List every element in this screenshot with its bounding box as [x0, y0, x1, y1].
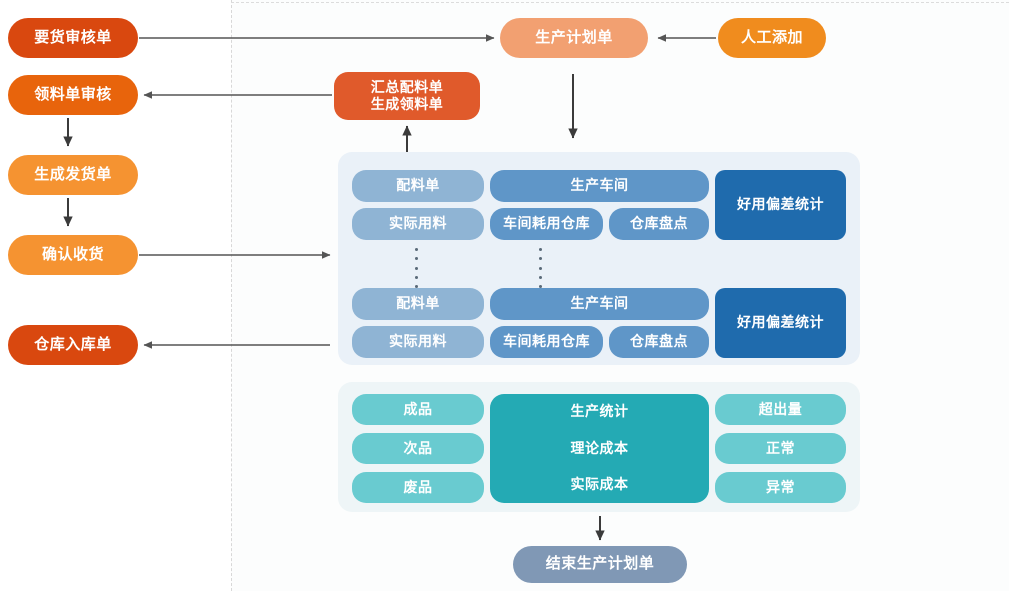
node-label: 生产车间	[570, 295, 629, 312]
node-cangku-rukudan[interactable]: 仓库入库单	[8, 325, 138, 365]
stat-center-line3: 实际成本	[570, 476, 629, 493]
node-label: 人工添加	[740, 28, 803, 46]
vertical-ellipsis-icon-center	[538, 248, 542, 288]
stat-zhengchang[interactable]: 正常	[715, 433, 846, 464]
node-label: 实际用料	[389, 333, 447, 350]
node-liaoliaodan-shenhe[interactable]: 领料单审核	[8, 75, 138, 115]
node-label: 领料单审核	[34, 85, 112, 103]
node-label: 要货审核单	[34, 28, 112, 46]
node-label: 确认收货	[41, 245, 104, 263]
production-panel: 配料单 实际用料 生产车间 车间耗用仓库 仓库盘点 好用偏差统计 配料单 实际用	[338, 152, 860, 365]
node-label: 废品	[403, 478, 433, 495]
node-shengcheng-fahuodan[interactable]: 生成发货单	[8, 155, 138, 195]
vertical-dashed-divider	[231, 0, 232, 591]
stat-center-block[interactable]: 生产统计 理论成本 实际成本	[490, 394, 709, 503]
node-label: 仓库入库单	[34, 335, 112, 353]
g1-peiliaodan[interactable]: 配料单	[352, 170, 484, 202]
node-label: 正常	[766, 439, 795, 456]
g2-chejianhaoyongcangku[interactable]: 车间耗用仓库	[490, 326, 603, 358]
node-label: 异常	[766, 478, 795, 495]
g1-shijiyongliao[interactable]: 实际用料	[352, 208, 484, 240]
node-label-line2: 生成领料单	[370, 96, 444, 112]
stat-cipin[interactable]: 次品	[352, 433, 484, 464]
stat-chaochuliang[interactable]: 超出量	[715, 394, 846, 425]
node-label: 配料单	[396, 177, 440, 194]
statistics-panel: 成品 次品 废品 生产统计 理论成本 实际成本 超出量 正常 异常	[338, 382, 860, 512]
stat-yichang[interactable]: 异常	[715, 472, 846, 503]
stat-center-line2: 理论成本	[570, 439, 629, 456]
node-label: 超出量	[758, 400, 803, 417]
stat-feipin[interactable]: 废品	[352, 472, 484, 503]
node-label: 成品	[403, 400, 433, 417]
node-label: 车间耗用仓库	[503, 215, 590, 232]
node-huizong-peiliaodan[interactable]: 汇总配料单 生成领料单	[334, 72, 480, 120]
g2-shijiyongliao[interactable]: 实际用料	[352, 326, 484, 358]
g2-peiliaodan[interactable]: 配料单	[352, 288, 484, 320]
node-label: 配料单	[396, 295, 440, 312]
node-label: 好用偏差统计	[737, 196, 824, 213]
node-label: 仓库盘点	[630, 333, 688, 350]
node-label: 实际用料	[389, 215, 447, 232]
g1-shengchanchejian[interactable]: 生产车间	[490, 170, 709, 202]
node-label: 仓库盘点	[630, 215, 688, 232]
node-jieshu-shengchan-jihuadan[interactable]: 结束生产计划单	[513, 546, 687, 583]
g1-cangkupandian[interactable]: 仓库盘点	[609, 208, 709, 240]
node-label: 次品	[403, 439, 433, 456]
node-label: 生产车间	[570, 177, 629, 194]
node-yaohuo-shenhe-dan[interactable]: 要货审核单	[8, 18, 138, 58]
node-label: 生成发货单	[34, 165, 112, 183]
g2-cangkupandian[interactable]: 仓库盘点	[609, 326, 709, 358]
node-rengong-tianjia[interactable]: 人工添加	[718, 18, 826, 58]
node-label: 好用偏差统计	[737, 314, 824, 331]
node-label: 生产计划单	[535, 28, 613, 46]
stat-center-line1: 生产统计	[570, 403, 629, 420]
horizontal-dashed-divider	[231, 2, 1009, 3]
vertical-ellipsis-icon-left	[414, 248, 418, 288]
node-label: 结束生产计划单	[545, 555, 655, 573]
node-shengchan-jihuadan[interactable]: 生产计划单	[500, 18, 648, 58]
node-label: 车间耗用仓库	[503, 333, 590, 350]
g1-haoyongpianchatongji[interactable]: 好用偏差统计	[715, 170, 846, 240]
stat-chengpin[interactable]: 成品	[352, 394, 484, 425]
g2-haoyongpianchatongji[interactable]: 好用偏差统计	[715, 288, 846, 358]
node-label-line1: 汇总配料单	[370, 78, 444, 95]
g2-shengchanchejian[interactable]: 生产车间	[490, 288, 709, 320]
node-queren-shouhuo[interactable]: 确认收货	[8, 235, 138, 275]
g1-chejianhaoyongcangku[interactable]: 车间耗用仓库	[490, 208, 603, 240]
